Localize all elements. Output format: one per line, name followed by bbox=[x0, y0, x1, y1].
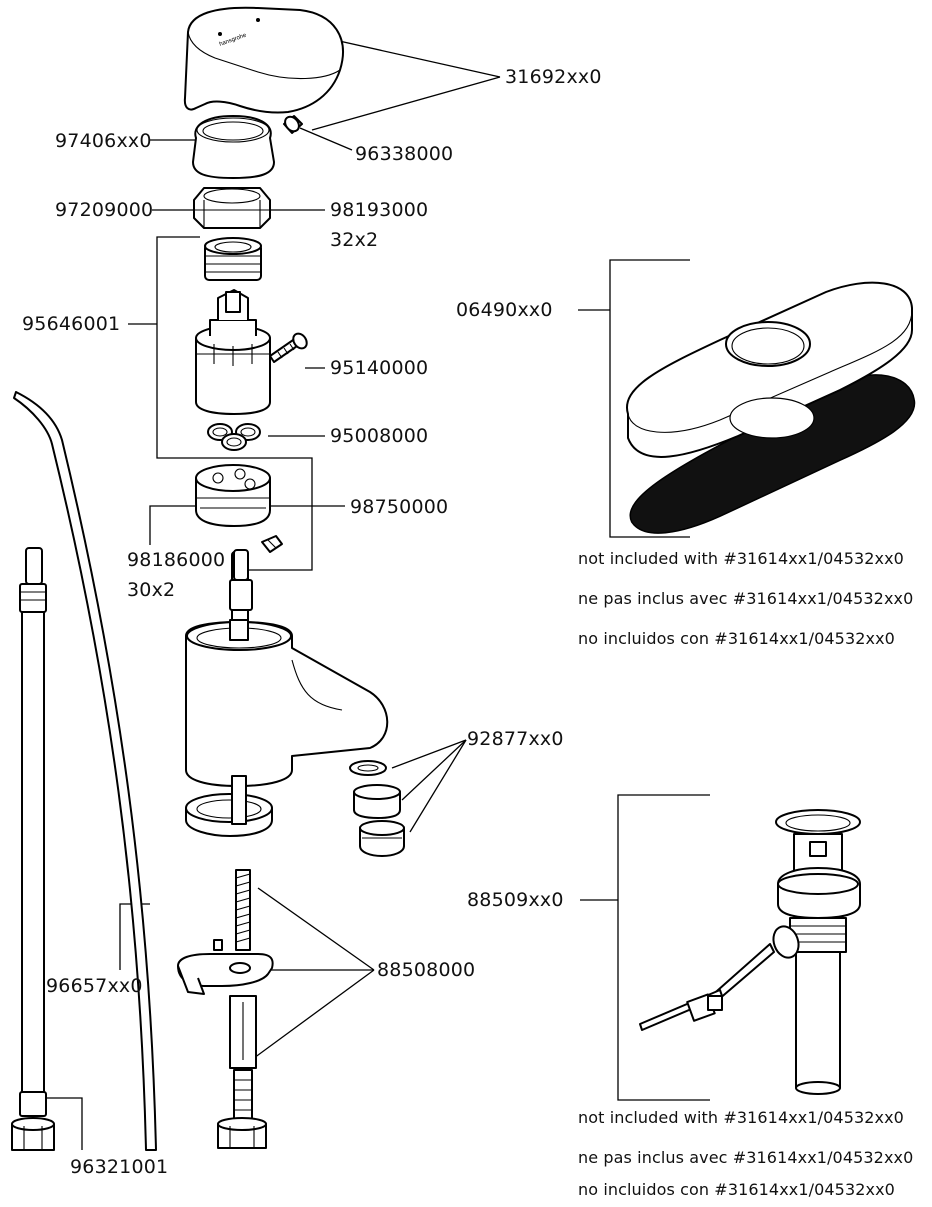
drain-note-es: no incluidos con #31614xx1/04532xx0 bbox=[578, 1180, 895, 1199]
escutcheon-cap bbox=[192, 115, 275, 179]
label-96657xx0: 96657xx0 bbox=[46, 975, 143, 997]
flexible-hose-96321001 bbox=[11, 547, 55, 1151]
o-rings bbox=[207, 423, 261, 451]
deck-plate bbox=[625, 281, 916, 534]
label-96338000: 96338000 bbox=[355, 143, 454, 165]
label-96321001: 96321001 bbox=[70, 1156, 169, 1178]
faucet-body bbox=[185, 551, 389, 787]
flexible-hose-inner bbox=[229, 549, 253, 611]
label-06490xx0: 06490xx0 bbox=[456, 299, 553, 321]
deck-plate-note-en: not included with #31614xx1/04532xx0 bbox=[578, 549, 904, 568]
cartridge-screw bbox=[269, 332, 308, 363]
label-88508000: 88508000 bbox=[377, 959, 476, 981]
leader-lines bbox=[38, 29, 710, 1150]
label-98750000: 98750000 bbox=[350, 496, 449, 518]
label-31692xx0: 31692xx0 bbox=[505, 66, 602, 88]
diverter-body bbox=[195, 464, 271, 527]
set-screw bbox=[283, 115, 303, 134]
pop-up-drain bbox=[639, 809, 861, 1095]
deck-plate-note-fr: ne pas inclus avec #31614xx1/04532xx0 bbox=[578, 589, 914, 608]
hex-nut bbox=[193, 187, 271, 229]
label-95140000: 95140000 bbox=[330, 357, 429, 379]
label-98193000-sub: 32x2 bbox=[330, 229, 379, 251]
label-97406xx0: 97406xx0 bbox=[55, 130, 152, 152]
lever-handle: hansgrohe bbox=[183, 6, 344, 114]
label-98186000-sub: 30x2 bbox=[127, 579, 176, 601]
mounting-hardware bbox=[177, 775, 274, 1149]
label-92877xx0: 92877xx0 bbox=[467, 728, 564, 750]
base-gasket bbox=[185, 793, 273, 837]
label-97209000: 97209000 bbox=[55, 199, 154, 221]
label-98193000: 98193000 bbox=[330, 199, 429, 221]
drain-note-fr: ne pas inclus avec #31614xx1/04532xx0 bbox=[578, 1148, 914, 1167]
retaining-clip bbox=[261, 535, 283, 553]
aerator-parts bbox=[349, 760, 405, 857]
label-95646001: 95646001 bbox=[22, 313, 121, 335]
supply-tube bbox=[13, 391, 157, 1151]
label-95008000: 95008000 bbox=[330, 425, 429, 447]
deck-plate-note-es: no incluidos con #31614xx1/04532xx0 bbox=[578, 629, 895, 648]
cartridge bbox=[195, 289, 271, 415]
label-88509xx0: 88509xx0 bbox=[467, 889, 564, 911]
drain-note-en: not included with #31614xx1/04532xx0 bbox=[578, 1108, 904, 1127]
threaded-ring bbox=[204, 237, 262, 281]
label-98186000: 98186000 bbox=[127, 549, 226, 571]
